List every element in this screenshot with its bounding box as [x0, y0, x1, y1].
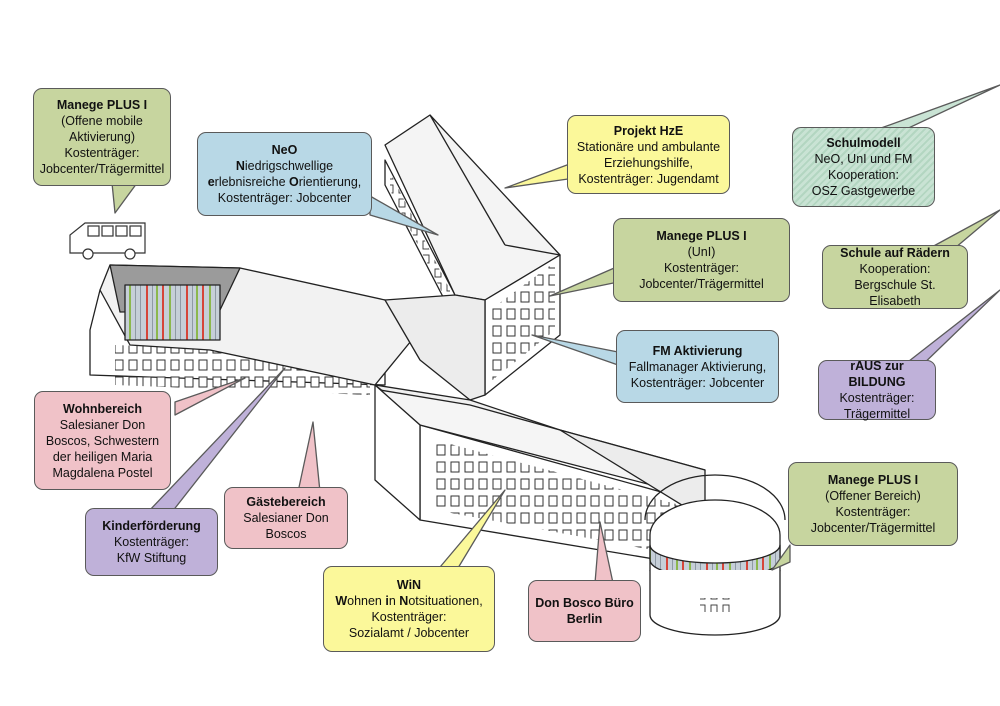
callout-line: Berlin	[566, 612, 603, 626]
callout-schulmodell: Schulmodell NeO, UnI und FM Kooperation:…	[792, 127, 935, 207]
callout-wohnbereich: Wohnbereich Salesianer Don Boscos, Schwe…	[34, 391, 171, 490]
callout-line: Kostenträger:	[113, 535, 190, 549]
callout-title: Projekt HzE	[613, 123, 684, 138]
callout-line: Boscos, Schwestern	[45, 433, 160, 448]
callout-title: FM Aktivierung	[652, 343, 743, 358]
callout-neo: NeO Niedrigschwellige erlebnisreiche Ori…	[197, 132, 372, 216]
callout-line: OSZ Gastgewerbe	[811, 184, 916, 198]
callout-title: Manege PLUS I	[827, 473, 919, 487]
callout-line: Fallmanager Aktivierung,	[628, 359, 767, 374]
callout-title: Manege PLUS I	[656, 229, 747, 243]
callout-line: Salesianer Don	[59, 417, 146, 432]
callout-line: Kostenträger:	[835, 505, 911, 519]
callout-title: NeO	[271, 143, 298, 157]
bus-icon	[69, 222, 146, 260]
callout-title: rAUS zur BILDUNG	[848, 359, 906, 389]
callout-line: Jobcenter/Trägermittel	[639, 277, 764, 291]
callout-title: Manege PLUS I	[56, 98, 148, 112]
callout-manege-uni: Manege PLUS I (UnI) Kostenträger: Jobcen…	[613, 218, 790, 302]
callout-title: Schulmodell	[826, 136, 901, 150]
callout-title: Kinderförderung	[102, 519, 201, 533]
callout-line: erlebnisreiche Orientierung,	[207, 175, 362, 189]
callout-line: Kostenträger: Jugendamt	[578, 171, 719, 186]
callout-line: Aktivierung)	[69, 130, 135, 144]
callout-buero: Don Bosco Büro Berlin	[528, 580, 641, 642]
callout-line: Kostenträger:	[839, 391, 915, 405]
callout-line: Erziehungshilfe,	[604, 155, 693, 170]
callout-line: Bergschule St. Elisabeth	[854, 278, 936, 308]
callout-title: Schule auf Rädern	[840, 246, 950, 260]
callout-line: KfW Stiftung	[116, 551, 187, 565]
callout-line: Salesianer Don	[243, 511, 329, 525]
callout-line: Sozialamt / Jobcenter	[348, 626, 470, 640]
callout-line: Niedrigschwellige	[235, 159, 334, 173]
callout-line: Magdalena Postel	[52, 465, 153, 480]
callout-win: WiN Wohnen in Notsituationen, Kostenträg…	[323, 566, 495, 652]
callout-line: Stationäre und ambulante	[576, 139, 721, 154]
building-walls	[89, 114, 786, 636]
callout-raus: rAUS zur BILDUNG Kostenträger: Trägermit…	[818, 359, 936, 421]
callout-line: der heiligen Maria	[52, 449, 153, 464]
callout-line: (UnI)	[687, 245, 716, 259]
callout-fm: FM Aktivierung Fallmanager Aktivierung, …	[616, 330, 779, 403]
callout-line: Wohnen in Notsituationen,	[335, 594, 483, 608]
callout-gaestebereich: Gästebereich Salesianer Don Boscos	[224, 487, 348, 549]
callout-line: Jobcenter/Trägermittel	[39, 162, 165, 176]
callout-line: Kooperation:	[859, 262, 931, 276]
callout-line: Kostenträger: Jobcenter	[630, 375, 765, 390]
callout-manege-offen: Manege PLUS I (Offener Bereich) Kostentr…	[788, 462, 958, 546]
callout-line: (Offene mobile	[61, 114, 143, 128]
callout-line: (Offener Bereich)	[825, 489, 921, 503]
callout-line: NeO, UnI und FM	[814, 152, 913, 166]
callout-manege-mobil: Manege PLUS I (Offene mobile Aktivierung…	[33, 88, 171, 186]
callout-hze: Projekt HzE Stationäre und ambulante Erz…	[567, 115, 730, 194]
callout-schule-raedern: Schule auf Rädern Kooperation: Bergschul…	[822, 245, 968, 309]
callout-title: WiN	[396, 578, 422, 592]
callout-line: Jobcenter/Trägermittel	[810, 521, 936, 535]
callout-line: Kostenträger:	[663, 261, 740, 275]
callout-line: Kostenträger:	[64, 146, 140, 160]
callout-line: Kostenträger: Jobcenter	[217, 191, 352, 205]
callout-title: Gästebereich	[246, 495, 326, 509]
callout-line: Kooperation:	[828, 168, 899, 182]
callout-title: Don Bosco Büro	[535, 596, 634, 610]
callout-line: Kostenträger:	[371, 610, 447, 624]
callout-title: Wohnbereich	[63, 401, 142, 416]
callout-line: Boscos	[265, 527, 307, 541]
callout-line: Trägermittel	[843, 407, 911, 421]
callout-kinderfoerderung: Kinderförderung Kostenträger: KfW Stiftu…	[85, 508, 218, 576]
